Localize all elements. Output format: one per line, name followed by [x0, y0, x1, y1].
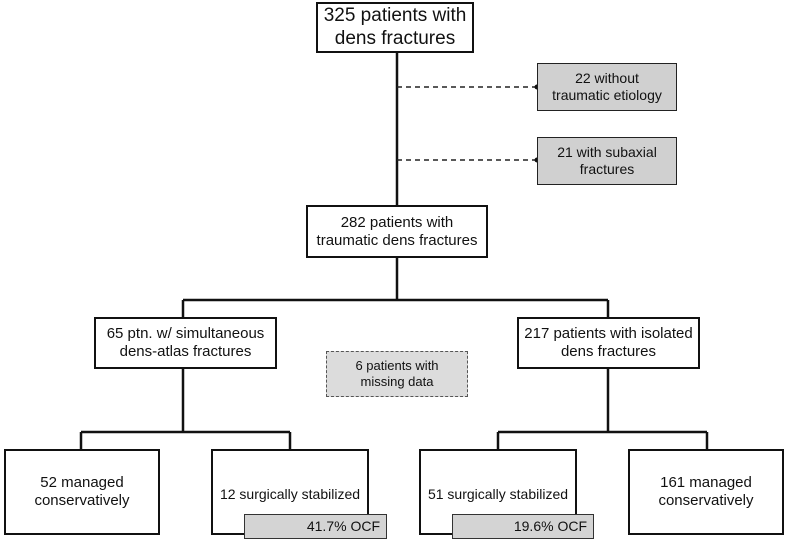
exclusion-etiology-box: 22 without traumatic etiology — [537, 63, 677, 111]
exclusion-subaxial-box: 21 with subaxial fractures — [537, 137, 677, 185]
exclusion-etiology-line-1: 22 without — [575, 70, 639, 87]
simultaneous-line-1: 65 ptn. w/ simultaneous — [106, 325, 265, 342]
root-line-1: 325 patients with — [323, 4, 467, 26]
traumatic-line-2: traumatic dens fractures — [316, 231, 478, 249]
right-conservative-line-2: conservatively — [658, 492, 754, 509]
missing-data-box: 6 patients with missing data — [326, 351, 468, 397]
right-surgical-line-1: 51 surgically stabilized — [427, 486, 569, 502]
root-box: 325 patients with dens fractures — [316, 2, 474, 53]
root-line-2: dens fractures — [334, 27, 456, 49]
left-conservative-line-2: conservatively — [34, 492, 130, 509]
right-ocf-label: 19.6% OCF — [513, 518, 587, 534]
exclusion-etiology-line-2: traumatic etiology — [552, 87, 662, 103]
simultaneous-box: 65 ptn. w/ simultaneous dens-atlas fract… — [94, 317, 277, 369]
right-ocf-badge: 19.6% OCF — [452, 514, 594, 539]
isolated-line-1: 217 patients with isolated — [524, 325, 693, 342]
exclusion-subaxial-line-1: 21 with subaxial — [557, 144, 657, 161]
left-surgical-line-1: 12 surgically stabilized — [219, 486, 361, 502]
traumatic-line-1: 282 patients with — [340, 213, 454, 231]
traumatic-box: 282 patients with traumatic dens fractur… — [306, 205, 488, 258]
left-ocf-badge: 41.7% OCF — [244, 514, 387, 539]
right-conservative-box: 161 managed conservatively — [628, 449, 784, 535]
missing-data-line-1: 6 patients with — [355, 358, 439, 374]
exclusion-subaxial-line-2: fractures — [579, 161, 635, 177]
isolated-line-2: dens fractures — [560, 343, 657, 360]
missing-data-line-2: missing data — [360, 374, 434, 389]
left-conservative-line-1: 52 managed — [40, 474, 124, 491]
right-conservative-line-1: 161 managed — [660, 474, 752, 491]
isolated-box: 217 patients with isolated dens fracture… — [517, 317, 700, 369]
simultaneous-line-2: dens-atlas fractures — [119, 343, 252, 360]
left-ocf-label: 41.7% OCF — [306, 518, 380, 534]
left-conservative-box: 52 managed conservatively — [4, 449, 160, 535]
